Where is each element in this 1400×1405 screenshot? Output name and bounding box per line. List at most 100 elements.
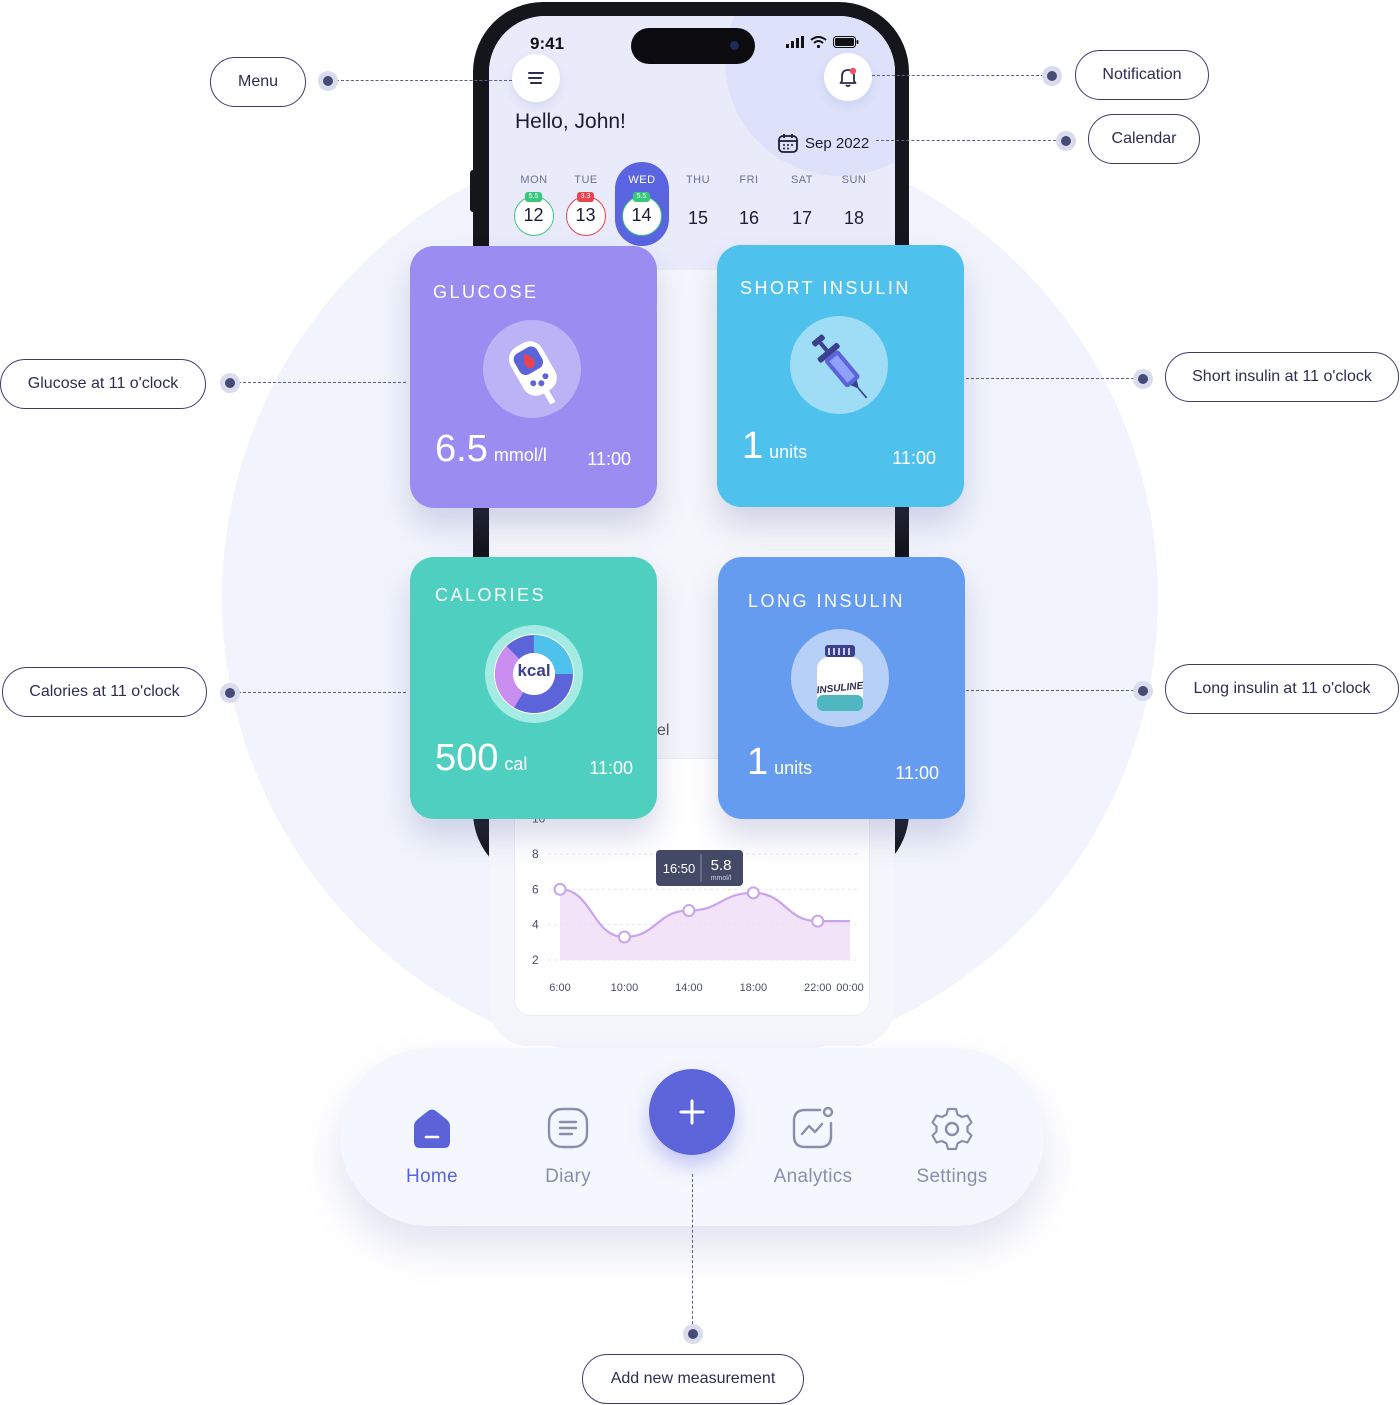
partial-label: el <box>657 722 670 739</box>
menu-button[interactable] <box>512 54 560 102</box>
day-name: TUE <box>574 174 598 186</box>
week-strip: MON 5.5 12 TUE 3.3 13 WED 5.5 14 THU 15 … <box>507 162 877 252</box>
y-tick-label: 4 <box>532 918 539 932</box>
dynamic-island <box>631 28 755 64</box>
syringe-icon <box>790 316 888 414</box>
day-number: 13 <box>575 205 596 225</box>
card-title: CALORIES <box>435 585 547 605</box>
day-ring: 13 <box>566 196 606 236</box>
add-connector-dot <box>683 1324 703 1344</box>
menu-callout: Menu <box>210 57 306 107</box>
x-tick-label: 6:00 <box>549 982 570 994</box>
day-number: 14 <box>631 205 652 225</box>
long-insulin-value: 1 <box>747 741 769 783</box>
nav-analytics-label: Analytics <box>773 1166 853 1187</box>
nav-home[interactable]: Home <box>372 1104 492 1188</box>
add-measurement-button[interactable] <box>649 1069 735 1155</box>
nav-analytics[interactable]: Analytics <box>753 1104 873 1188</box>
phone-side-button <box>470 170 476 212</box>
y-tick-label: 6 <box>532 882 539 896</box>
tooltip-time: 16:50 <box>663 861 696 876</box>
short-insulin-time: 11:00 <box>892 448 936 468</box>
day-name: SAT <box>790 174 814 186</box>
calories-card[interactable]: CALORIES kcal 500 cal 11:00 <box>410 557 657 819</box>
greeting-text: Hello, John! <box>515 110 626 133</box>
x-tick-label: 22:00 <box>804 982 832 994</box>
day-name: THU <box>685 174 711 186</box>
wifi-icon <box>810 36 827 48</box>
short-insulin-value-group: 1 units <box>742 425 807 468</box>
bell-icon <box>839 67 857 87</box>
nav-settings-label: Settings <box>916 1166 988 1187</box>
insulin-bottle-icon: INSULINE <box>791 629 889 727</box>
glucose-time: 11:00 <box>587 449 631 469</box>
short-insulin-connector <box>966 378 1134 379</box>
calories-value: 500 <box>435 737 499 779</box>
status-icons <box>786 36 859 48</box>
glucose-value-group: 6.5 mmol/l <box>435 428 547 471</box>
calories-value-group: 500 cal <box>435 737 527 780</box>
day-name: SUN <box>841 174 867 186</box>
nav-settings[interactable]: Settings <box>892 1104 1012 1188</box>
nav-diary-label: Diary <box>545 1166 591 1187</box>
calendar-connector <box>876 140 1056 141</box>
day-thu[interactable]: THU 15 <box>671 162 725 246</box>
glucose-card[interactable]: GLUCOSE 6.5 mmol/l 11:00 <box>410 246 657 508</box>
calories-time: 11:00 <box>589 758 633 778</box>
y-tick-label: 2 <box>532 953 539 967</box>
notification-button[interactable] <box>824 53 872 101</box>
day-number: 18 <box>843 208 865 228</box>
day-wed[interactable]: WED 5.5 14 <box>615 162 669 246</box>
settings-gear-icon <box>931 1107 973 1151</box>
calories-connector <box>238 692 406 693</box>
notification-callout: Notification <box>1075 50 1209 100</box>
glucose-badge: 5.5 <box>525 192 542 202</box>
long-insulin-connector <box>966 690 1134 691</box>
glucose-chart: 1086426:0010:0014:0018:0022:0000:0016:50… <box>532 812 864 994</box>
long-insulin-unit: units <box>774 758 813 778</box>
day-fri[interactable]: FRI 16 <box>722 162 776 246</box>
calories-connector-dot <box>220 683 240 703</box>
short-insulin-card[interactable]: SHORT INSULIN 1 units 11:00 <box>717 245 964 507</box>
calorie-donut-icon: kcal <box>485 625 583 723</box>
day-sun[interactable]: SUN 18 <box>827 162 881 246</box>
notification-connector <box>872 75 1044 76</box>
notification-connector-dot <box>1042 66 1062 86</box>
card-title: LONG INSULIN <box>748 591 906 611</box>
x-tick-label: 18:00 <box>740 982 768 994</box>
battery-icon <box>833 36 859 48</box>
signal-icon <box>786 36 804 48</box>
calendar-icon <box>778 134 798 153</box>
calendar-callout: Calendar <box>1088 114 1200 164</box>
day-sat[interactable]: SAT 17 <box>775 162 829 246</box>
day-tue[interactable]: TUE 3.3 13 <box>559 162 613 246</box>
card-title: GLUCOSE <box>433 282 539 302</box>
long-insulin-card[interactable]: LONG INSULIN INSULINE 1 units 11:00 <box>718 557 965 819</box>
donut-label: kcal <box>517 661 551 680</box>
glucose-badge: 5.5 <box>633 192 650 202</box>
x-tick-label: 00:00 <box>836 982 864 994</box>
calendar-connector-dot <box>1056 131 1076 151</box>
short-insulin-unit: units <box>769 442 808 462</box>
glucose-value: 6.5 <box>435 428 488 470</box>
menu-connector-dot <box>318 71 338 91</box>
nav-diary[interactable]: Diary <box>508 1104 628 1188</box>
menu-connector <box>336 80 512 81</box>
area-fill <box>560 889 850 960</box>
add-measurement-callout: Add new measurement <box>582 1354 804 1404</box>
plus-icon <box>679 1099 705 1125</box>
data-point <box>682 904 696 918</box>
status-time: 9:41 <box>530 34 565 53</box>
day-ring: 14 <box>622 196 662 236</box>
data-point <box>617 930 631 944</box>
tooltip-unit: mmol/l <box>711 875 732 882</box>
glucose-connector <box>238 382 406 383</box>
home-icon <box>414 1109 450 1148</box>
add-connector <box>692 1174 693 1324</box>
long-insulin-value-group: 1 units <box>747 741 812 784</box>
calendar-month-label: Sep 2022 <box>805 134 870 152</box>
long-insulin-callout: Long insulin at 11 o'clock <box>1165 664 1399 714</box>
calendar-month-button[interactable]: Sep 2022 <box>777 132 869 154</box>
day-mon[interactable]: MON 5.5 12 <box>507 162 561 246</box>
day-number: 15 <box>687 208 709 228</box>
